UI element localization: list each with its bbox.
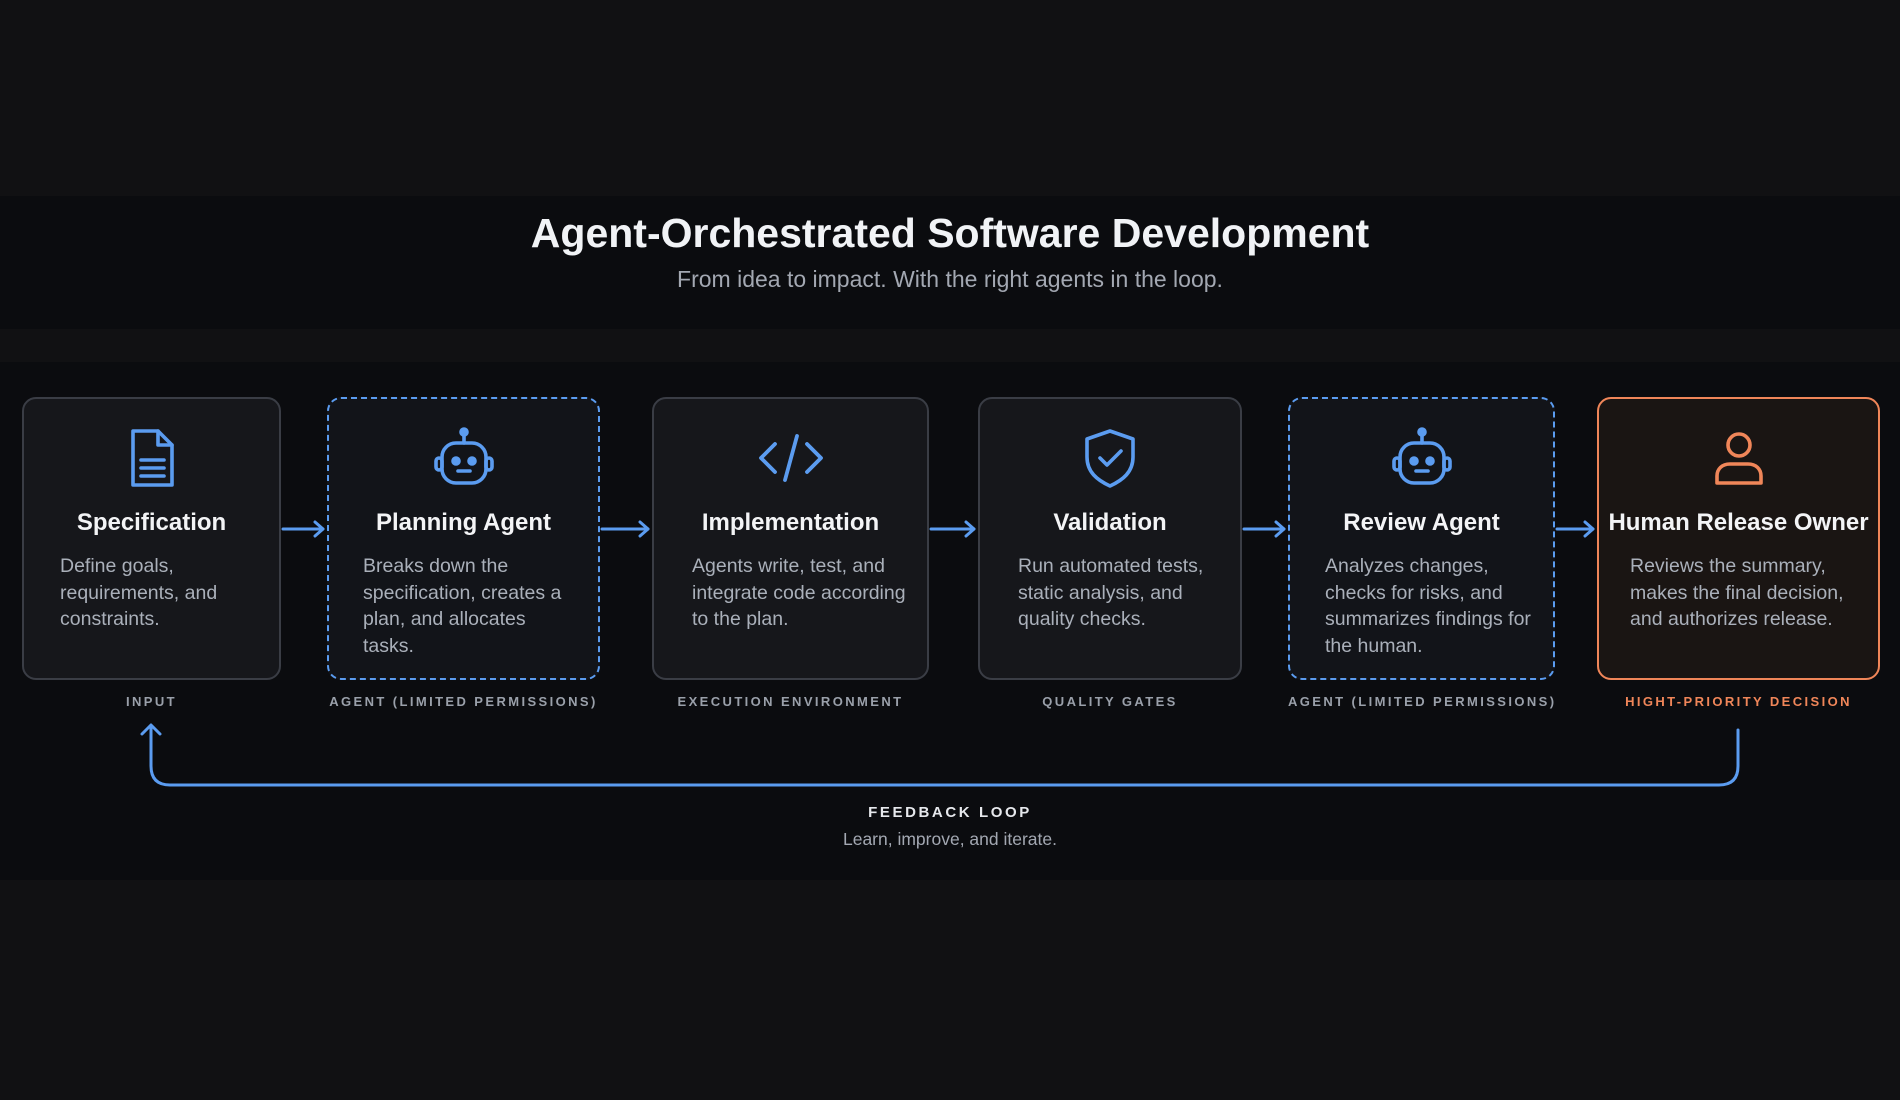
stage-card-human-release-owner: Human Release Owner Reviews the summary,… bbox=[1597, 397, 1880, 680]
stage-caption: QUALITY GATES bbox=[1042, 694, 1178, 709]
stage-caption: AGENT (LIMITED PERMISSIONS) bbox=[329, 694, 598, 709]
page-title: Agent-Orchestrated Software Development bbox=[530, 210, 1370, 256]
stage-card-implementation: Implementation Agents write, test, and i… bbox=[652, 397, 929, 680]
stage-title: Review Agent bbox=[1343, 509, 1500, 536]
person-icon bbox=[1599, 427, 1878, 489]
stage-title: Implementation bbox=[701, 509, 880, 536]
stage-description: Breaks down the specification, creates a… bbox=[363, 555, 562, 657]
stage-card-planning-agent: Planning Agent Breaks down the specifica… bbox=[327, 397, 600, 680]
feedback-loop-title: FEEDBACK LOOP bbox=[868, 804, 1032, 821]
stage-card-specification: Specification Define goals, requirements… bbox=[22, 397, 281, 680]
stage-title: Validation bbox=[1053, 509, 1167, 536]
stage-title: Specification bbox=[76, 509, 227, 536]
stage-description: Run automated tests, static analysis, an… bbox=[1018, 555, 1204, 630]
flow-arrow-icon bbox=[600, 520, 650, 538]
stage-description: Reviews the summary, makes the final dec… bbox=[1630, 555, 1844, 630]
flow-arrow-icon bbox=[1555, 520, 1595, 538]
stage-description: Define goals, requirements, and constrai… bbox=[60, 555, 218, 630]
stage-description: Agents write, test, and integrate code a… bbox=[692, 555, 906, 630]
flow-band bbox=[0, 362, 1900, 880]
document-icon bbox=[24, 427, 279, 489]
stage-caption: EXECUTION ENVIRONMENT bbox=[677, 694, 904, 709]
stage-caption: INPUT bbox=[126, 694, 177, 709]
stage-title: Planning Agent bbox=[375, 509, 552, 536]
robot-icon bbox=[329, 427, 598, 489]
feedback-loop-subtitle: Learn, improve, and iterate. bbox=[842, 829, 1057, 849]
flow-arrow-icon bbox=[1242, 520, 1286, 538]
stage-title: Human Release Owner bbox=[1608, 509, 1869, 536]
page-subtitle: From idea to impact. With the right agen… bbox=[677, 266, 1223, 292]
stage-description: Analyzes changes, checks for risks, and … bbox=[1325, 555, 1531, 657]
stage-card-review-agent: Review Agent Analyzes changes, checks fo… bbox=[1288, 397, 1555, 680]
robot-icon bbox=[1290, 427, 1553, 489]
shield-check-icon bbox=[980, 427, 1240, 489]
code-icon bbox=[654, 427, 927, 489]
stage-card-validation: Validation Run automated tests, static a… bbox=[978, 397, 1242, 680]
title-band bbox=[0, 196, 1900, 329]
flow-arrow-icon bbox=[281, 520, 325, 538]
flow-arrow-icon bbox=[929, 520, 976, 538]
stage-caption: AGENT (LIMITED PERMISSIONS) bbox=[1288, 694, 1557, 709]
stage-caption: HIGHT-PRIORITY DECISION bbox=[1625, 694, 1852, 709]
